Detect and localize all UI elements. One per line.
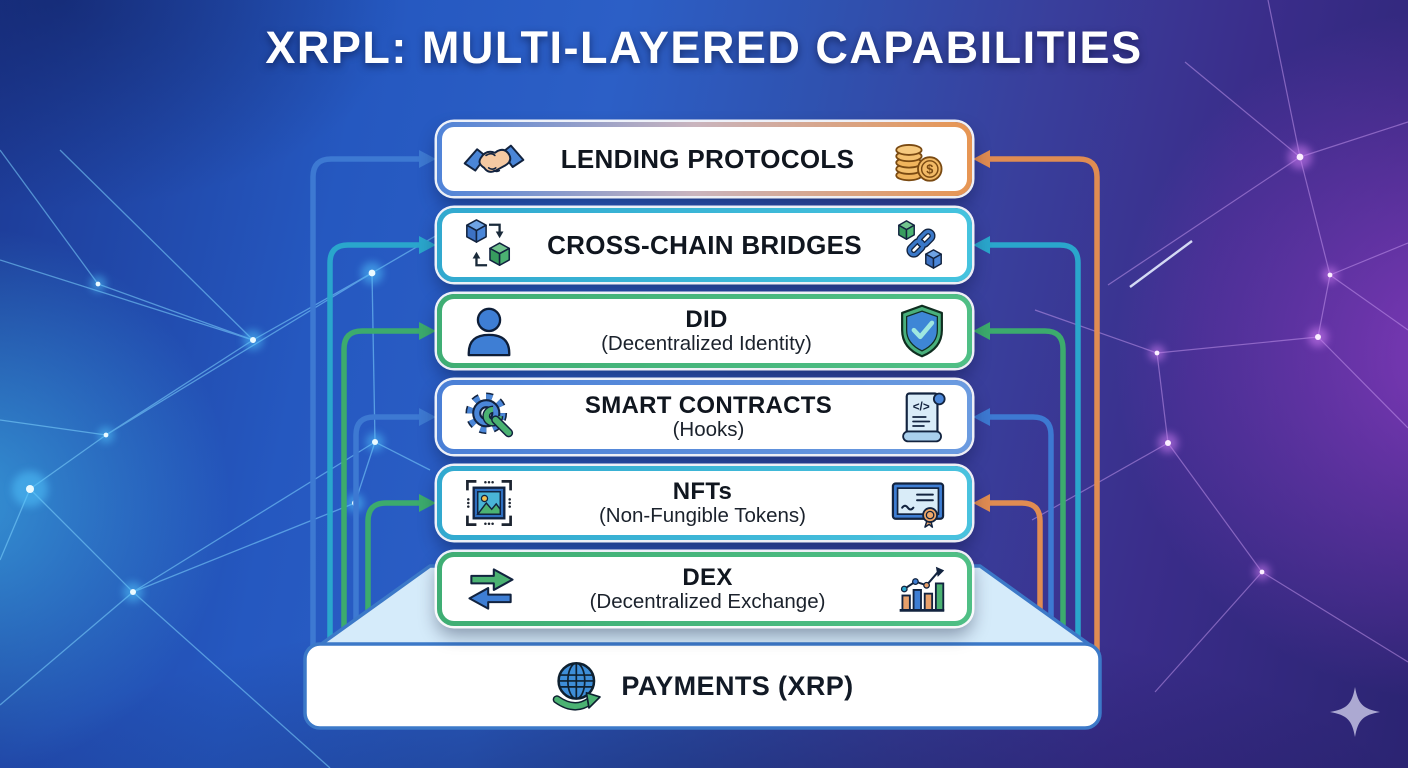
arrowheads xyxy=(419,150,990,512)
layer-subtitle: (Decentralized Exchange) xyxy=(589,589,826,613)
layer-title: NFTs xyxy=(672,477,733,505)
code-scroll-icon: </> xyxy=(899,389,947,445)
chain-cubes-icon xyxy=(893,218,947,272)
layer-title: DEX xyxy=(682,563,733,591)
layer-subtitle: (Non-Fungible Tokens) xyxy=(598,503,806,527)
network-nodes xyxy=(12,145,1338,602)
sparkle-icon xyxy=(1330,687,1380,737)
chart-up-icon xyxy=(895,563,947,615)
layer-title: SMART CONTRACTS xyxy=(584,391,833,419)
layer-title: CROSS-CHAIN BRIDGES xyxy=(547,229,862,260)
svg-text:</>: </> xyxy=(913,401,930,414)
cubes-swap-icon xyxy=(462,218,516,272)
coins-icon: $ xyxy=(889,132,947,186)
payments-label: PAYMENTS (XRP) xyxy=(621,670,854,701)
handshake-icon xyxy=(462,139,526,179)
layer-card-nfts: NFTs(Non-Fungible Tokens) xyxy=(437,466,972,540)
svg-text:$: $ xyxy=(926,163,933,177)
layer-card-smart-contracts: SMART CONTRACTS(Hooks) </> xyxy=(437,380,972,454)
layer-card-dex: DEX(Decentralized Exchange) xyxy=(437,552,972,626)
layer-subtitle: (Decentralized Identity) xyxy=(601,331,812,355)
layer-card-lending-protocols: LENDING PROTOCOLS $ xyxy=(437,122,972,196)
shield-check-icon xyxy=(897,303,947,359)
layer-card-did: DID(Decentralized Identity) xyxy=(437,294,972,368)
certificate-icon xyxy=(889,477,947,529)
layer-subtitle: (Hooks) xyxy=(672,417,745,441)
payments-layer: PAYMENTS (XRP) xyxy=(305,648,1100,724)
gear-wrench-icon xyxy=(462,389,518,445)
page-title: XRPL: MULTI-LAYERED CAPABILITIES xyxy=(265,22,1143,73)
swap-arrows-icon xyxy=(462,566,520,612)
user-icon xyxy=(462,304,516,358)
layer-title: DID xyxy=(685,305,728,333)
globe-icon xyxy=(551,659,605,713)
nft-image-icon xyxy=(462,476,516,530)
layer-card-cross-chain-bridges: CROSS-CHAIN BRIDGES xyxy=(437,208,972,282)
layer-title: LENDING PROTOCOLS xyxy=(560,143,855,174)
